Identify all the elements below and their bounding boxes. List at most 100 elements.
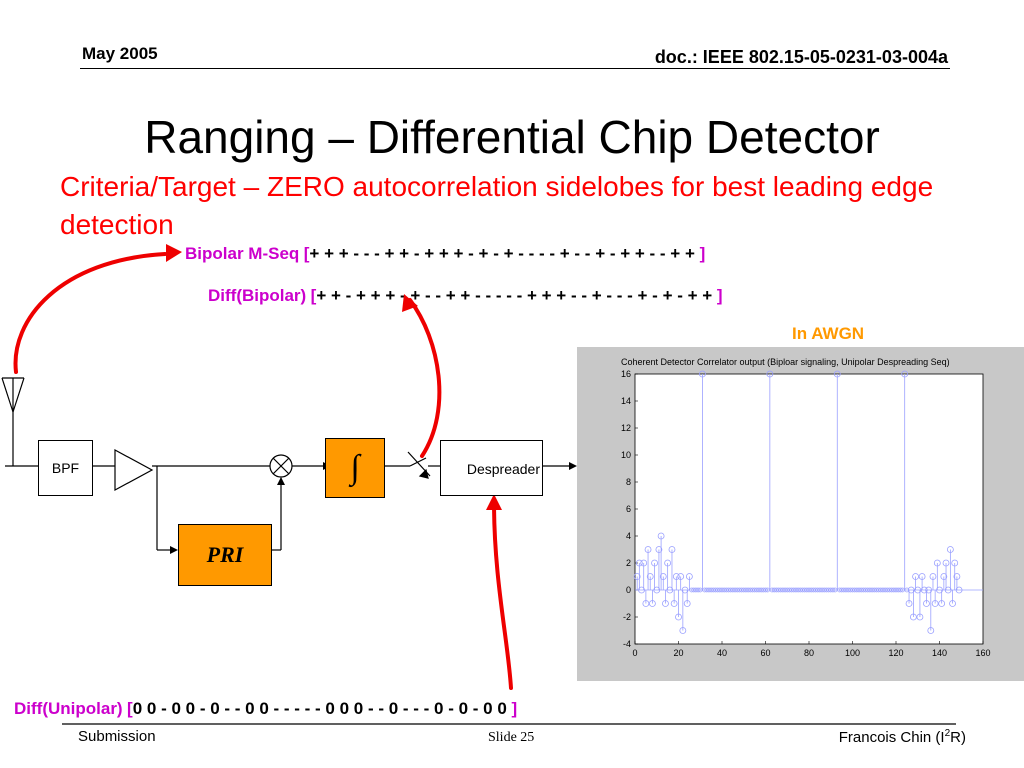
zero-marker [745,587,751,593]
zero-marker [871,587,877,593]
diff-bipolar-close-bracket: ] [716,286,723,305]
pri-label: PRI [206,542,244,567]
bipolar-open-bracket: [ [303,244,310,263]
zero-marker [719,587,725,593]
data-point-marker [640,559,648,567]
zero-marker [787,587,792,593]
y-tick-label: 0 [626,585,631,595]
despreader-label: Despreader [466,461,540,477]
zero-marker [730,587,736,593]
diff-unipolar-sequence: Diff(Unipolar) [0 0 - 0 0 - 0 - - 0 0 - … [14,699,517,719]
data-point-marker [949,600,956,607]
data-point-marker [942,559,950,567]
x-tick-label: 0 [632,648,637,658]
zero-marker [721,587,727,593]
data-point-marker [653,586,661,594]
plot-title: Coherent Detector Correlator output (Bip… [621,357,950,367]
data-point-marker [936,586,943,594]
header-doc-id: doc.: IEEE 802.15-05-0231-03-004a [654,47,948,67]
zero-marker [734,587,740,593]
zero-marker [713,587,718,593]
x-tick-label: 160 [975,648,990,658]
data-point-marker [670,600,678,607]
y-tick-label: 14 [621,396,631,406]
data-point-marker [912,573,919,580]
correlator-plot-panel: Coherent Detector Correlator output (Bip… [577,347,1024,681]
zero-marker [689,587,694,593]
diff-unipolar-values: 0 0 - 0 0 - 0 - - 0 0 - - - - - 0 0 0 - … [132,699,512,718]
y-tick-label: -4 [623,639,631,649]
x-tick-label: 40 [717,648,727,658]
y-tick-label: 6 [626,504,631,514]
data-point-marker [677,573,685,580]
bpf-block: BPF [38,440,93,496]
zero-marker [884,587,890,593]
data-point-marker [918,573,926,580]
criteria-text: Criteria/Target – ZERO autocorrelation s… [60,171,934,240]
zero-marker [784,587,790,593]
antenna-icon [1,377,25,466]
zero-marker [800,587,805,593]
data-point-marker [651,559,658,567]
data-point-marker [923,600,930,607]
data-point-marker [642,600,650,607]
data-point-marker [662,600,669,607]
data-point-marker [649,600,656,607]
diff-unipolar-close-bracket: ] [511,699,518,718]
data-point-marker [638,586,645,594]
data-point-marker [920,586,928,594]
zero-marker [732,587,738,593]
data-point-marker [679,627,687,634]
zero-marker [852,587,858,593]
bipolar-close-bracket: ] [699,244,706,263]
zero-marker [828,587,834,593]
zero-marker [774,587,779,593]
zero-marker [776,587,781,593]
data-point-marker [668,546,676,553]
header-rule [80,68,950,69]
data-point-marker [683,600,691,607]
data-point-marker [933,559,941,567]
header-date: May 2005 [82,44,158,63]
amplifier-icon [114,448,154,492]
zero-marker [741,587,747,593]
data-point-marker [685,573,693,580]
x-tick-label: 100 [845,648,860,658]
x-tick-label: 140 [932,648,947,658]
footer-slide-number: Slide 25 [488,730,535,745]
data-point-marker [955,586,963,594]
zero-marker [821,587,827,593]
zero-marker [839,587,844,593]
data-point-marker [657,532,665,540]
red-annotation-arrows [13,252,513,690]
data-point-marker [659,573,667,580]
zero-marker [756,587,762,593]
bipolar-values: + + + - - - + + - + + + - + - + - - - - … [309,244,700,263]
data-point-marker [940,573,948,580]
zero-marker [811,587,816,593]
peak-marker [766,370,774,378]
plot-axes-box [634,373,984,645]
zero-marker [763,587,768,593]
y-tick-label: 2 [626,558,631,568]
data-point-marker [681,586,689,594]
zero-marker [876,587,881,593]
footer-submission: Submission [78,728,156,745]
data-point-marker [675,613,682,621]
data-point-marker [953,573,961,580]
y-tick-label: 10 [621,450,631,460]
zero-marker [882,587,888,593]
data-point-marker [914,586,922,594]
correlator-plot: Coherent Detector Correlator output (Bip… [621,357,991,658]
zero-marker [724,587,729,593]
diff-bipolar-open-bracket: [ [310,286,317,305]
y-tick-label: 12 [621,423,631,433]
data-point-marker [664,559,672,567]
data-point-marker [927,627,935,634]
diff-bipolar-sequence: Diff(Bipolar) [+ + - + + + - + - - + + -… [208,286,723,306]
integral-symbol: ∫ [350,449,360,486]
sampling-switch-icon [407,451,431,479]
data-point-marker [905,600,913,607]
data-point-marker [633,573,641,580]
